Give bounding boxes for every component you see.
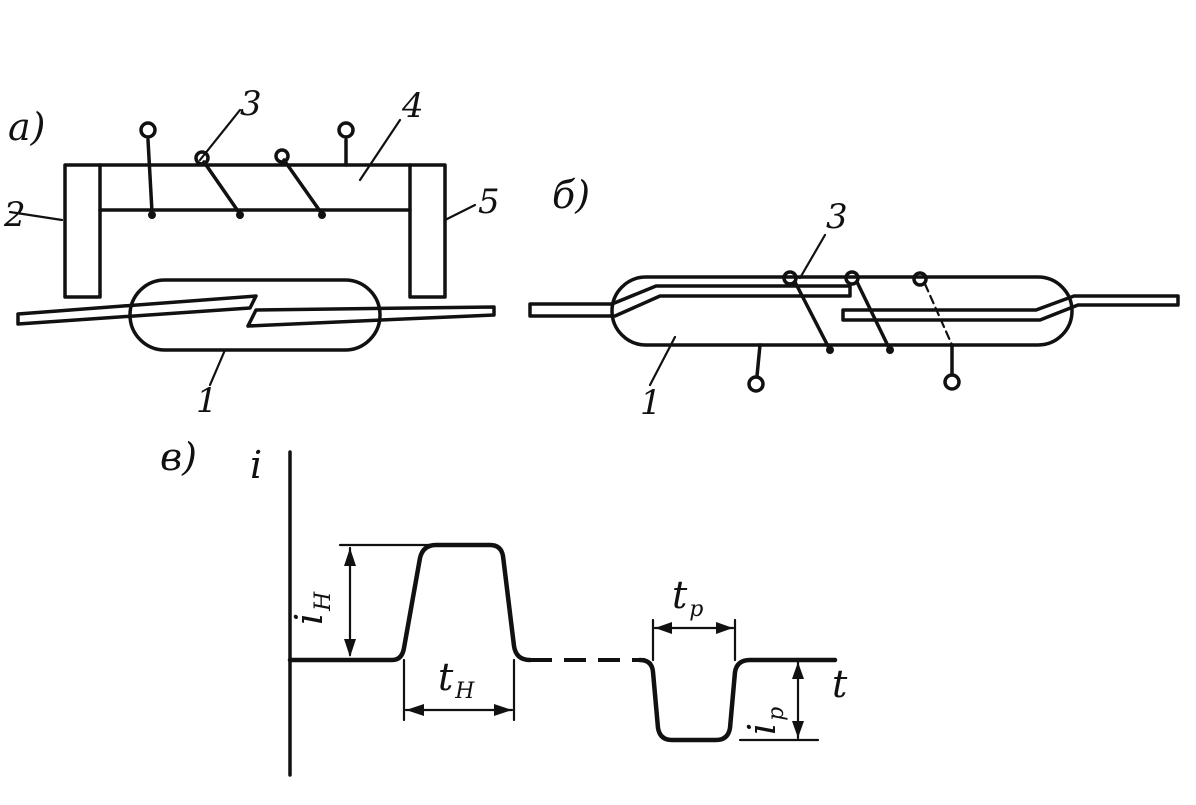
label-t-n: tH [438,655,475,704]
label-a-1: 1 [196,381,218,421]
coil-node-2 [236,211,244,219]
coil-node-3 [318,211,326,219]
arrow-t-p-left [655,622,672,634]
coil-terminal-left [146,138,154,214]
arrow-i-n-down [344,639,356,657]
leader-a-2 [8,210,64,222]
reed-contact-right [246,305,496,328]
arrow-t-p-right [716,622,733,634]
coil-loop-2 [274,148,290,164]
label-b-3: 3 [826,197,848,237]
y-axis-label: i [250,443,262,487]
coil-winding-1 [202,160,242,216]
terminal-b-right-icon [943,373,961,391]
label-a-2: 2 [3,195,26,235]
coil-node-b-1 [826,346,834,354]
label-a-3: 3 [240,84,262,124]
leader-a-1 [208,348,227,387]
leader-a-4 [358,118,402,182]
coil-winding-b-3 [923,282,954,347]
reed-capsule-b [610,275,1074,347]
reed-contact-left-b [528,284,852,318]
coil-loop-b-3 [912,271,928,287]
leader-a-3 [198,108,242,162]
panel-c-label: в) [160,435,197,479]
panel-b-label: б) [552,173,590,217]
arrow-i-n-up [344,548,356,566]
arrow-i-p-up [792,662,804,679]
coil-winding-b-2 [855,280,892,352]
coil-terminal-b-left [755,343,762,378]
terminal-left-icon [139,121,157,139]
coil-loop-b-2 [844,270,860,286]
panel-a: a) 2 3 4 5 1 [3,84,500,421]
leader-b-1 [648,335,677,387]
label-i-n: iH [287,591,336,625]
waveform-dip [637,657,838,743]
coil-node-1 [148,211,156,219]
coil-loop-b-1 [782,270,798,286]
svg-text:iH: iH [287,591,336,625]
label-b-1: 1 [640,383,662,423]
svg-text:ip: ip [740,707,789,735]
coil-winding-b-1 [793,280,832,352]
panel-c: в) i t iH tH tp [160,435,848,777]
arrow-t-n-right [494,704,512,716]
panel-b: б) 3 1 [528,173,1180,423]
terminal-right-icon [337,121,355,139]
leader-a-5 [443,203,477,222]
x-axis-label: t [832,662,848,706]
label-a-4: 4 [401,86,424,126]
reed-contact-right-b [841,294,1180,322]
leader-b-3 [798,233,827,280]
label-i-p: ip [740,707,789,735]
terminal-b-left-icon [747,375,765,393]
coil-winding-2 [282,158,324,216]
arrow-i-p-down [792,721,804,738]
coil-node-b-2 [886,346,894,354]
reed-contact-left [16,294,258,326]
label-t-p: tp [672,573,703,622]
coil-loop-1 [194,150,210,166]
label-a-5: 5 [478,182,500,222]
magnet-yoke [63,163,447,299]
arrow-t-n-left [406,704,424,716]
panel-a-label: a) [8,105,45,149]
